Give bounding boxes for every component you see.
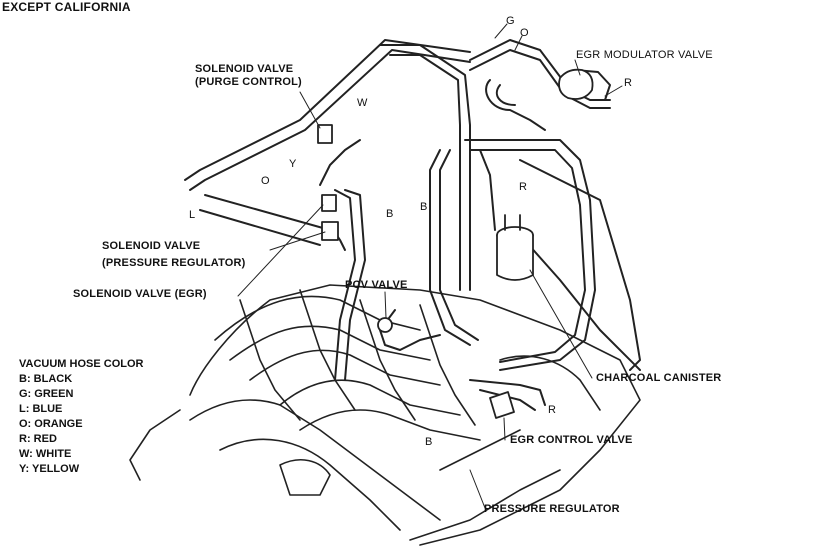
label-solenoid-pressure-line1: SOLENOID VALVE [102, 240, 201, 252]
legend-item: B: BLACK [19, 373, 73, 385]
leader-lines [237, 23, 623, 509]
label-solenoid-pressure: SOLENOID VALVE (PRESSURE REGULATOR) [102, 240, 246, 270]
label-solenoid-purge: SOLENOID VALVE (PURGE CONTROL) [195, 63, 302, 89]
hose-letter-w: W [357, 97, 368, 109]
label-solenoid-purge-line2: (PURGE CONTROL) [195, 76, 302, 88]
label-charcoal-canister: CHARCOAL CANISTER [596, 372, 722, 384]
legend-item: W: WHITE [19, 448, 72, 460]
label-solenoid-pressure-line2: (PRESSURE REGULATOR) [102, 257, 246, 269]
hose-letter-l: L [189, 209, 196, 221]
hose-letter-o-top: O [520, 27, 529, 39]
diagram-title: EXCEPT CALIFORNIA [2, 0, 131, 14]
label-pressure-regulator: PRESSURE REGULATOR [484, 503, 620, 515]
pcv-valve [377, 317, 393, 333]
legend-item: Y: YELLOW [19, 463, 80, 475]
hose-letter-g-top: G [506, 15, 515, 27]
label-pcv-valve: PCV VALVE [345, 279, 408, 291]
vacuum-hoses [184, 39, 641, 411]
legend-heading: VACUUM HOSE COLOR [19, 358, 144, 370]
hose-letter-r-mid: R [519, 181, 528, 193]
solenoid-valve-purge [317, 124, 333, 144]
legend-item: R: RED [19, 433, 57, 445]
label-egr-modulator: EGR MODULATOR VALVE [576, 49, 713, 61]
egr-control-valve [489, 391, 515, 419]
hose-letter-b-right: B [420, 201, 428, 213]
hose-letter-o-mid: O [261, 175, 270, 187]
solenoid-valve-egr [321, 194, 337, 212]
legend-item: O: ORANGE [19, 418, 83, 430]
solenoid-valve-pressure [321, 221, 339, 241]
label-egr-control-valve: EGR CONTROL VALVE [510, 434, 633, 446]
charcoal-canister [496, 214, 534, 281]
legend-item: L: BLUE [19, 403, 63, 415]
hose-letter-y: Y [289, 158, 297, 170]
label-solenoid-egr: SOLENOID VALVE (EGR) [73, 288, 207, 300]
label-solenoid-purge-line1: SOLENOID VALVE [195, 63, 294, 75]
engine-block [129, 284, 641, 546]
hose-color-legend: VACUUM HOSE COLOR B: BLACK G: GREEN L: B… [19, 357, 143, 477]
hose-letter-b-mid: B [386, 208, 394, 220]
egr-modulator-valve [558, 68, 594, 100]
hose-letter-r-top: R [624, 77, 633, 89]
legend-item: G: GREEN [19, 388, 74, 400]
hose-letter-b-low: B [425, 436, 433, 448]
hose-letter-r-low: R [548, 404, 557, 416]
